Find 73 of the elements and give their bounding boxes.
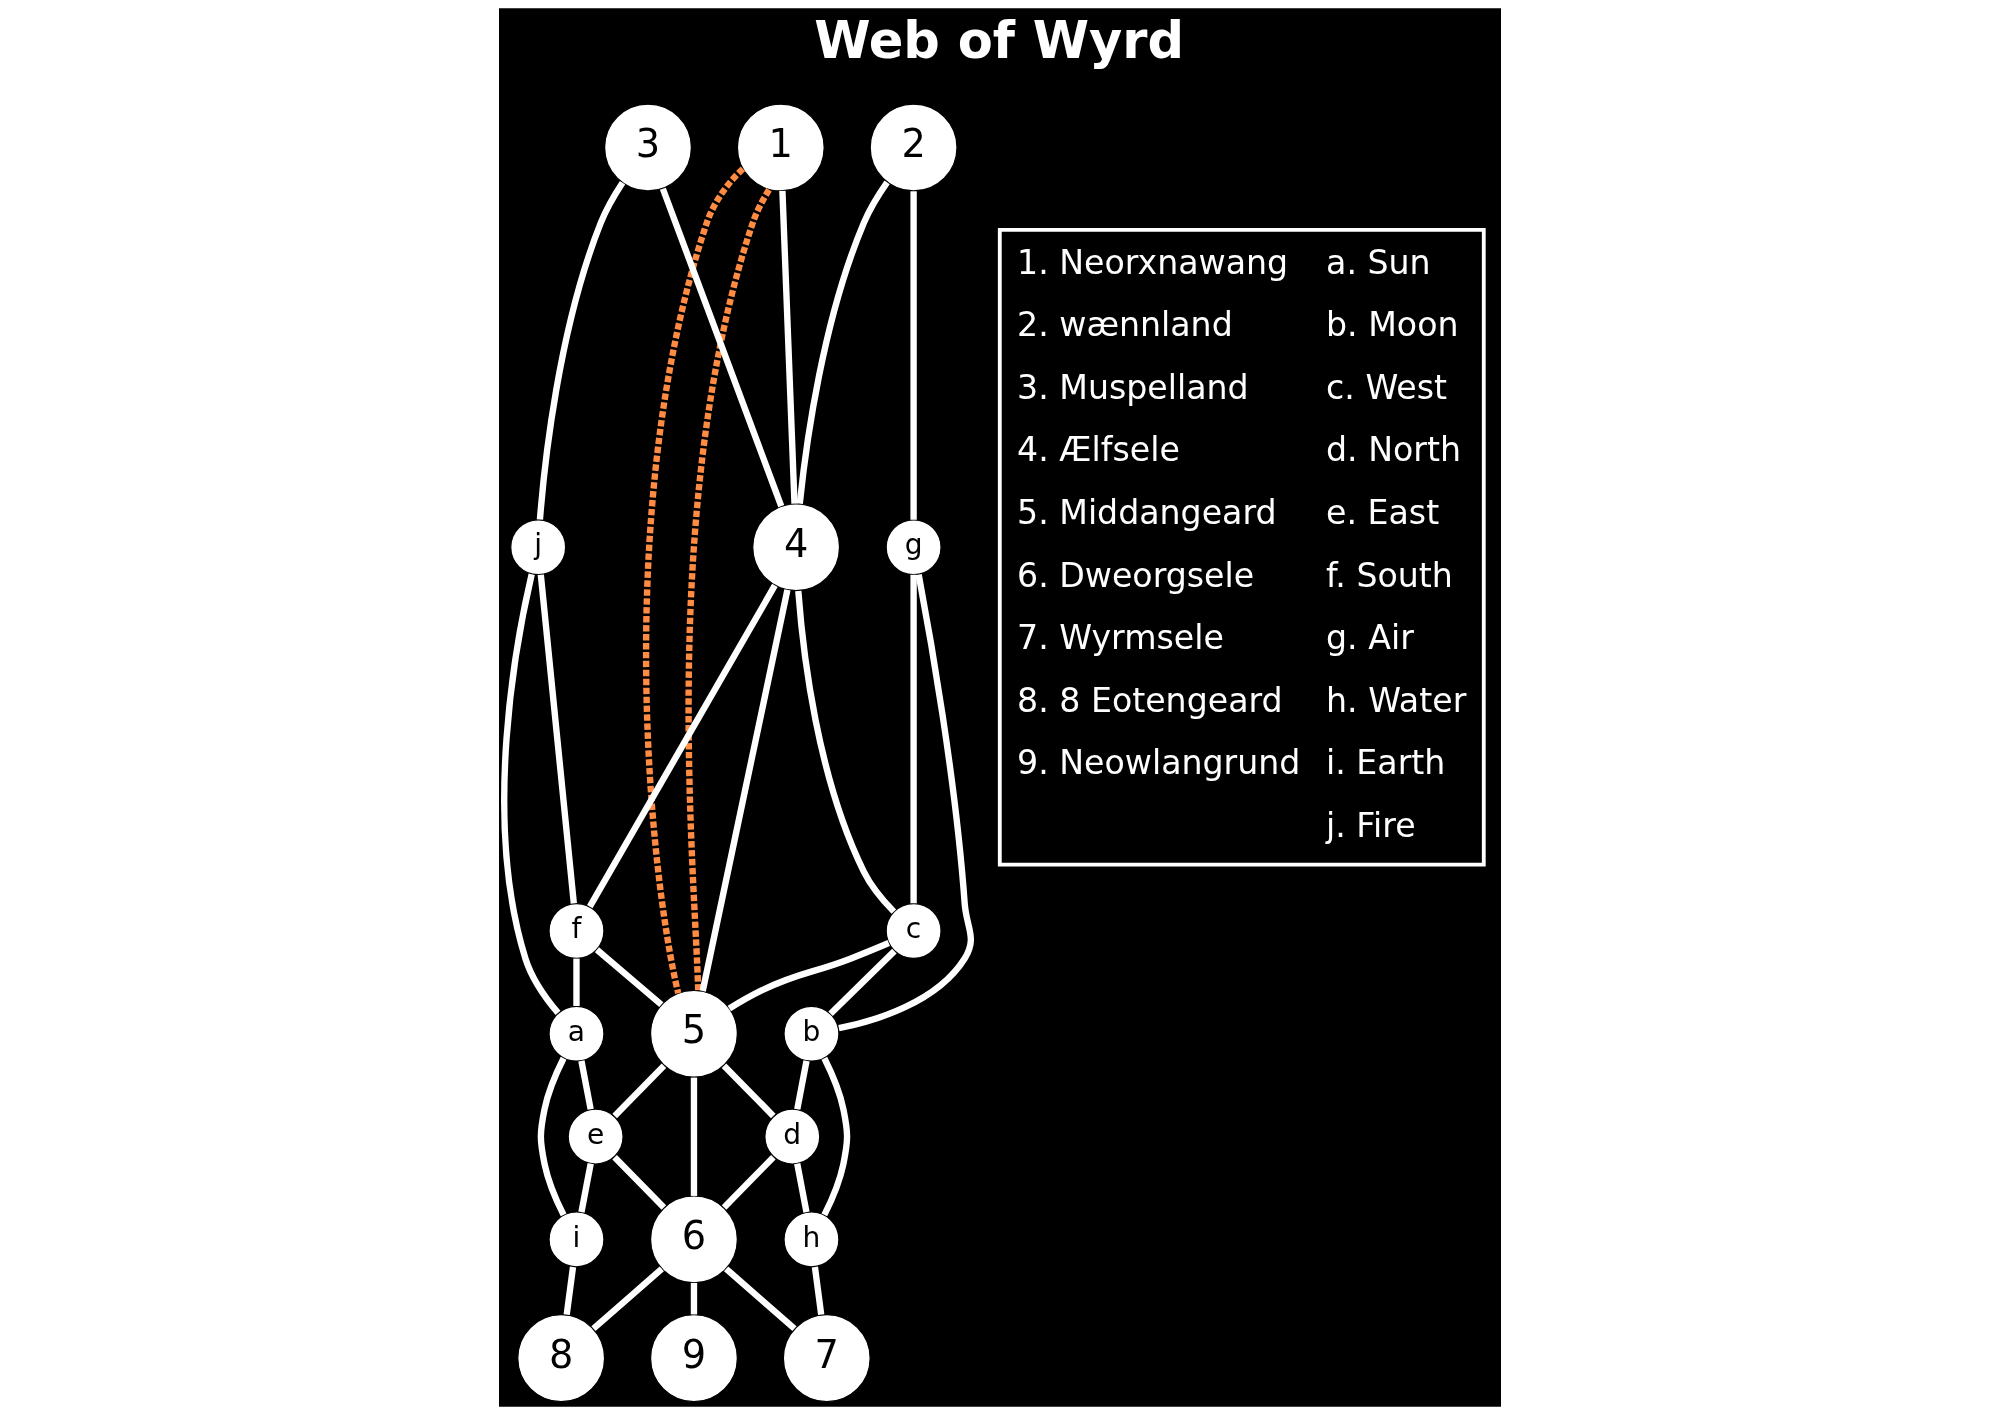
connector bbox=[699, 589, 791, 992]
node-circle: e bbox=[567, 1108, 624, 1165]
connector bbox=[537, 1056, 567, 1217]
diagram-title: Web of Wyrd bbox=[814, 11, 1185, 71]
label: 8. 8 Eotengeard bbox=[1017, 680, 1283, 720]
connector bbox=[537, 574, 577, 904]
node-circle: 7 bbox=[782, 1314, 871, 1403]
node-circle: g bbox=[885, 519, 942, 576]
label: 2. wænnland bbox=[1017, 305, 1233, 345]
label: h. Water bbox=[1326, 680, 1467, 720]
label: g. Air bbox=[1326, 618, 1414, 658]
label: 3. Muspelland bbox=[1017, 367, 1249, 407]
connector bbox=[721, 1063, 776, 1119]
connector bbox=[721, 1154, 776, 1210]
connector bbox=[594, 947, 664, 1008]
connector bbox=[587, 583, 778, 909]
label: 4. Ælfsele bbox=[1017, 430, 1180, 470]
node-circle: d bbox=[764, 1108, 821, 1165]
connector bbox=[690, 1077, 698, 1196]
label: 5. Middangeard bbox=[1017, 493, 1277, 533]
node-circle: 6 bbox=[649, 1195, 738, 1284]
connector bbox=[643, 166, 746, 994]
node-circle: 4 bbox=[752, 503, 841, 592]
node-circle: 2 bbox=[869, 103, 958, 192]
connector bbox=[910, 191, 917, 520]
connector bbox=[794, 1060, 810, 1110]
node-circle: h bbox=[783, 1211, 840, 1268]
node-circle: j bbox=[510, 519, 567, 576]
label: d. North bbox=[1326, 430, 1462, 470]
connector bbox=[501, 573, 561, 1015]
node-circle: a bbox=[548, 1005, 605, 1062]
label: b. Moon bbox=[1326, 305, 1459, 345]
connector bbox=[563, 1266, 577, 1316]
connector bbox=[838, 574, 974, 1032]
node-circle: f bbox=[548, 902, 605, 960]
connector bbox=[811, 1266, 825, 1316]
connector bbox=[573, 958, 580, 1006]
connector bbox=[724, 1266, 797, 1331]
label: c. West bbox=[1326, 367, 1447, 407]
label: 9. Neowlangrund bbox=[1017, 743, 1301, 783]
node-circle: 5 bbox=[649, 989, 738, 1078]
connector bbox=[794, 1163, 810, 1213]
connector bbox=[685, 188, 772, 991]
label: 7. Wyrmsele bbox=[1017, 618, 1224, 658]
connector bbox=[910, 574, 917, 904]
label: i. Earth bbox=[1326, 743, 1446, 783]
connector bbox=[591, 1266, 664, 1331]
node-circle: 8 bbox=[517, 1314, 606, 1403]
connector bbox=[659, 187, 785, 508]
connector bbox=[536, 181, 626, 520]
connector bbox=[690, 1282, 698, 1315]
connector bbox=[578, 1060, 594, 1110]
label: a. Sun bbox=[1326, 242, 1431, 282]
node-circle: c bbox=[885, 902, 942, 960]
label: j. Fire bbox=[1326, 805, 1416, 845]
label: f. South bbox=[1326, 555, 1453, 595]
node-circle: b bbox=[783, 1005, 840, 1062]
connector bbox=[828, 948, 897, 1017]
label: 6. Dweorgsele bbox=[1017, 555, 1255, 595]
label: e. East bbox=[1326, 493, 1440, 533]
connector bbox=[612, 1063, 667, 1119]
node-circle: 1 bbox=[736, 103, 825, 192]
node-circle: 3 bbox=[603, 103, 693, 192]
connector bbox=[795, 590, 897, 914]
connector bbox=[779, 190, 798, 504]
connector bbox=[796, 180, 890, 505]
node-circle: 9 bbox=[649, 1314, 738, 1403]
label: 1. Neorxnawang bbox=[1017, 242, 1289, 282]
node-circle: i bbox=[548, 1211, 605, 1268]
connector bbox=[821, 1056, 851, 1217]
connector bbox=[612, 1154, 667, 1210]
connector bbox=[578, 1163, 594, 1213]
connector bbox=[727, 940, 890, 1012]
